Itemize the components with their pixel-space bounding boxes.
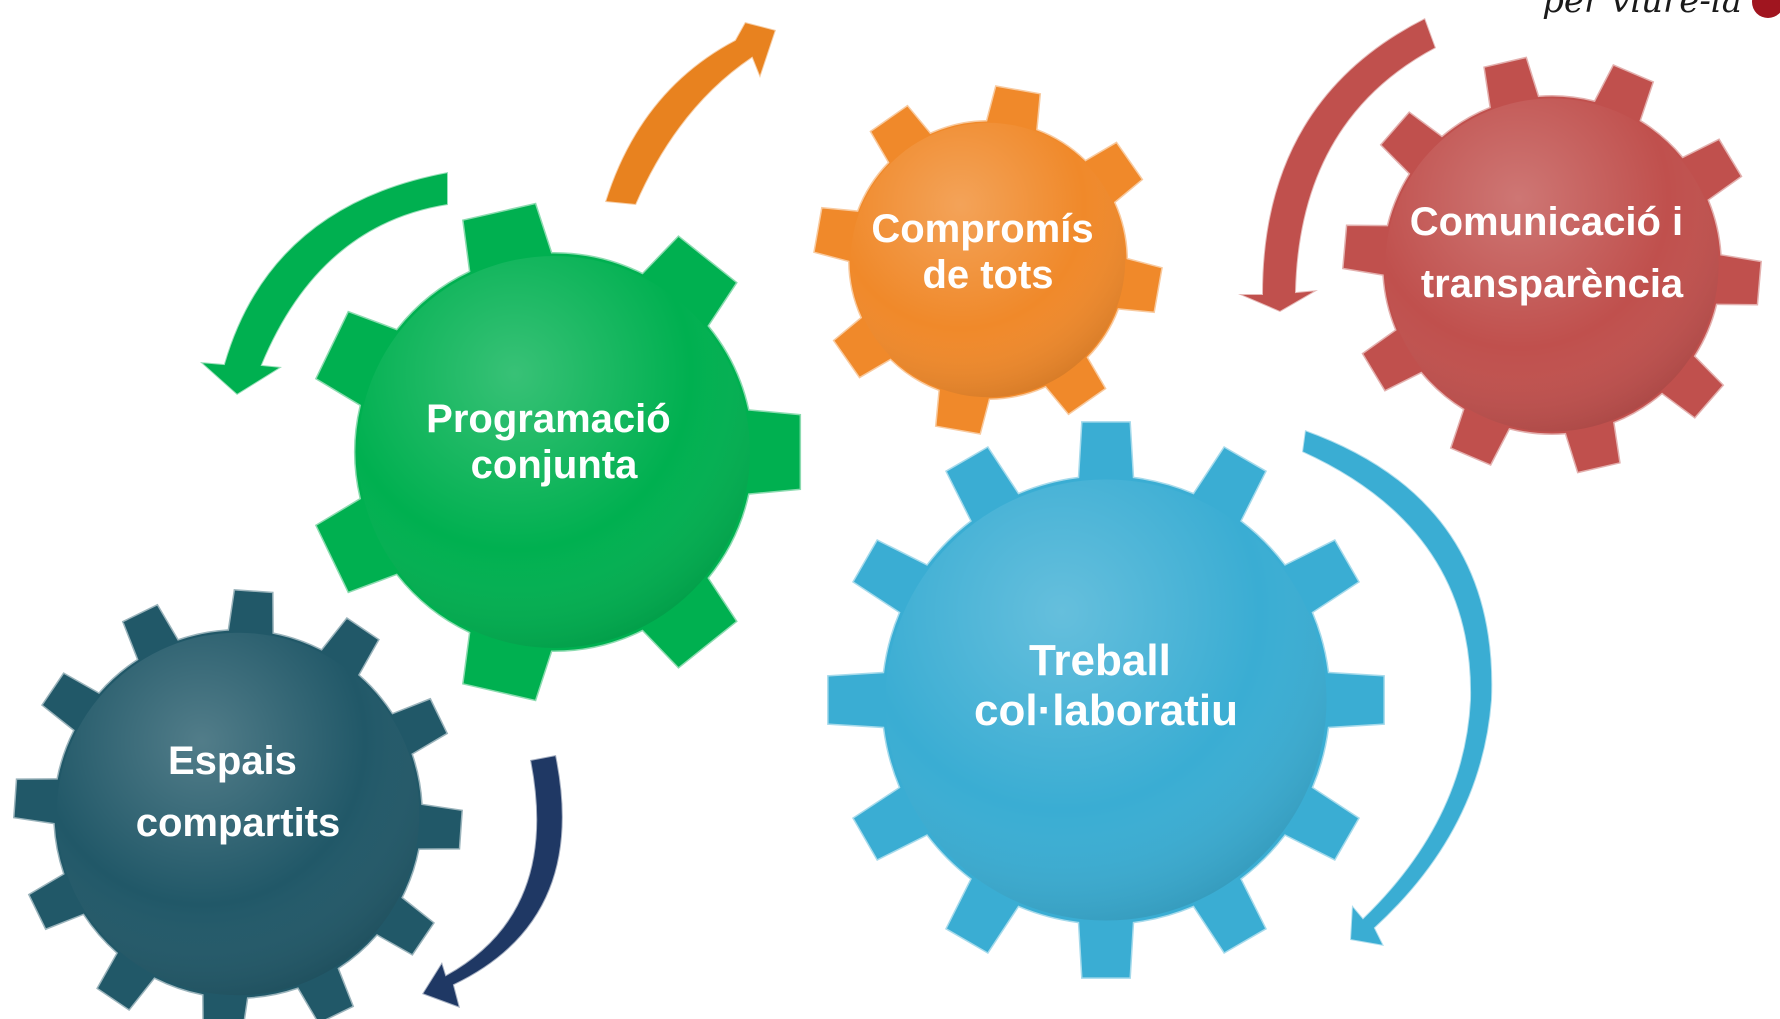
gear-treball-line-2: col·laboratiu bbox=[974, 686, 1238, 735]
gear-comunicacio-label: Comunicació i transparència bbox=[1410, 200, 1695, 306]
gear-programacio-label: Programació conjunta bbox=[426, 397, 682, 487]
gear-treball-line-1: Treball bbox=[1029, 636, 1171, 685]
gear-programacio: Programació conjunta bbox=[312, 200, 803, 704]
gear-treball-label: Treball col·laboratiu bbox=[974, 636, 1238, 735]
arrow-green bbox=[197, 170, 449, 397]
arrow-orange-body bbox=[603, 20, 778, 207]
gear-compromis-label: Compromís de tots bbox=[871, 207, 1104, 297]
gear-compromis-line-1: Compromís bbox=[871, 207, 1093, 251]
gear-compromis: Compromís de tots bbox=[811, 83, 1165, 437]
gear-espais-shine bbox=[56, 632, 420, 996]
gear-espais-line-2: compartits bbox=[136, 801, 341, 845]
gear-comunicacio-line-2: transparència bbox=[1421, 262, 1684, 306]
brand-logo: per viure-la bbox=[1542, 0, 1780, 21]
gear-espais-line-1: Espais bbox=[168, 739, 297, 783]
arrow-green-body bbox=[197, 170, 449, 397]
gear-treball: Treball col·laboratiu bbox=[825, 419, 1387, 981]
gear-espais-label: Espais compartits bbox=[136, 739, 341, 845]
brand-dot-icon bbox=[1752, 0, 1780, 18]
gear-comunicacio-line-1: Comunicació i bbox=[1410, 200, 1683, 244]
arrow-blue-body bbox=[1300, 428, 1494, 948]
arrow-navy bbox=[420, 753, 564, 1010]
gear-comunicacio-shine bbox=[1385, 98, 1719, 432]
gear-compromis-shine bbox=[850, 122, 1126, 398]
gear-treball-shine bbox=[885, 479, 1327, 921]
brand-tagline: per viure-la bbox=[1542, 0, 1742, 21]
gear-comunicacio: Comunicació i transparència bbox=[1340, 54, 1764, 476]
gear-programacio-line-2: conjunta bbox=[471, 443, 638, 487]
arrow-navy-body bbox=[420, 753, 564, 1010]
gear-programacio-line-1: Programació bbox=[426, 397, 671, 441]
gear-espais: Espais compartits bbox=[11, 587, 465, 1019]
arrow-orange bbox=[603, 20, 778, 207]
gear-compromis-line-2: de tots bbox=[922, 253, 1053, 297]
gear-programacio-shine bbox=[358, 256, 750, 648]
arrow-red bbox=[1237, 16, 1438, 314]
arrow-blue bbox=[1300, 428, 1494, 948]
arrow-red-body bbox=[1237, 16, 1438, 314]
